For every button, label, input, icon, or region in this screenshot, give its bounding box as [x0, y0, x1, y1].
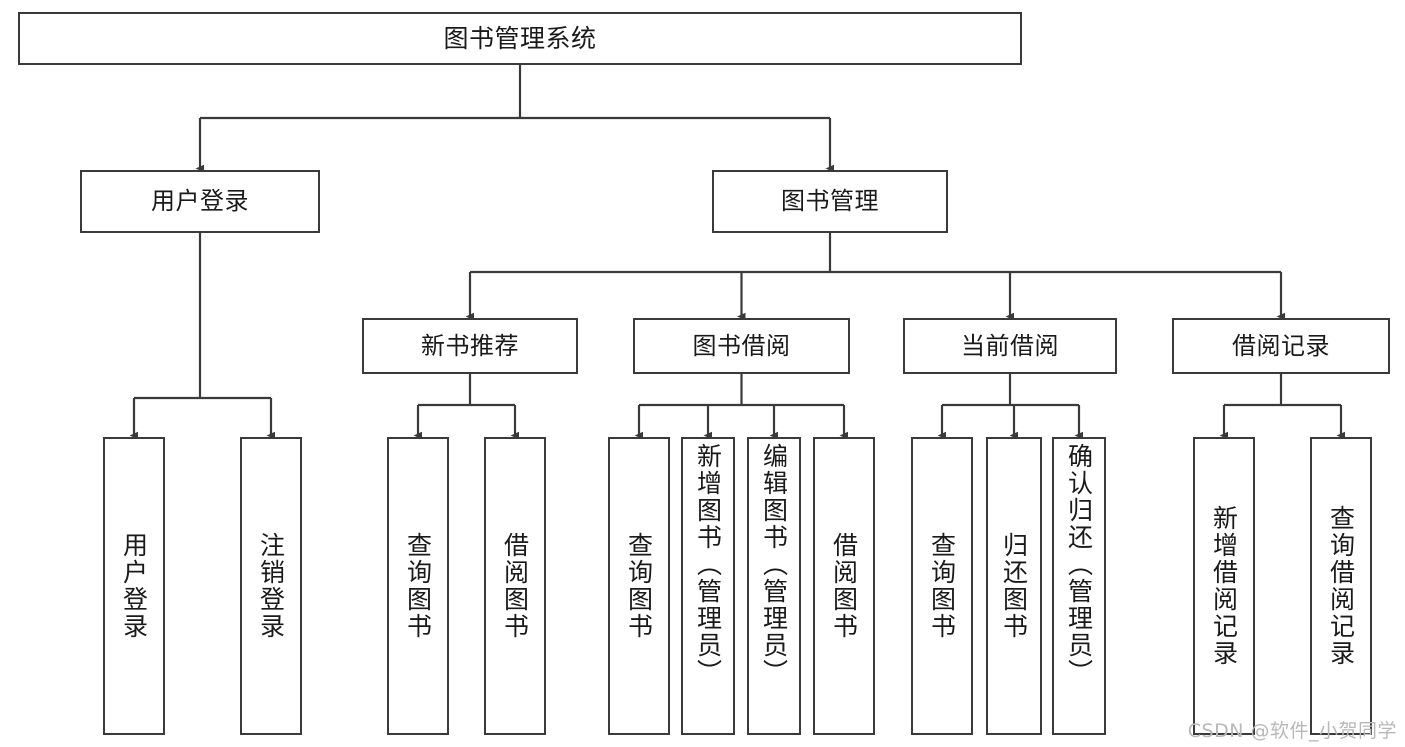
node-leaf-query-record[interactable]: 查询借阅记录	[1310, 437, 1372, 735]
node-label: 用户登录	[119, 532, 149, 640]
node-label: 借阅图书	[829, 532, 859, 640]
node-leaf-query-book-2[interactable]: 查询图书	[608, 437, 670, 735]
node-label: 借阅图书	[500, 532, 530, 640]
node-book-manage[interactable]: 图书管理	[712, 170, 948, 233]
node-leaf-borrow-book-2[interactable]: 借阅图书	[813, 437, 875, 735]
node-label: 图书管理	[781, 187, 879, 216]
node-new-book-rec[interactable]: 新书推荐	[362, 318, 578, 374]
node-label: 当前借阅	[961, 331, 1059, 360]
node-current-borrow[interactable]: 当前借阅	[903, 318, 1117, 374]
node-leaf-query-book-1[interactable]: 查询图书	[387, 437, 449, 735]
node-label: 注销登录	[256, 532, 286, 640]
node-label: 新书推荐	[421, 331, 519, 360]
node-leaf-user-login[interactable]: 用户登录	[103, 437, 165, 735]
node-root[interactable]: 图书管理系统	[18, 12, 1022, 65]
node-leaf-return-book[interactable]: 归还图书	[986, 437, 1042, 735]
node-label: 查询图书	[927, 532, 957, 640]
node-label: 查询图书	[624, 532, 654, 640]
node-label: 查询图书	[403, 532, 433, 640]
csdn-watermark: CSDN @软件_小贺同学	[1187, 720, 1397, 742]
node-leaf-user-logout[interactable]: 注销登录	[240, 437, 302, 735]
node-label: 图书管理系统	[443, 23, 597, 53]
node-user-login[interactable]: 用户登录	[80, 170, 320, 233]
node-label: 用户登录	[151, 187, 249, 216]
node-label: 确认归还（管理员）	[1064, 443, 1094, 686]
node-leaf-add-record[interactable]: 新增借阅记录	[1193, 437, 1255, 735]
node-label: 查询借阅记录	[1326, 505, 1356, 667]
node-label: 新增借阅记录	[1209, 505, 1239, 667]
node-label: 编辑图书（管理员）	[759, 443, 789, 686]
node-leaf-query-book-3[interactable]: 查询图书	[911, 437, 973, 735]
node-label: 图书借阅	[692, 331, 791, 360]
node-leaf-add-book[interactable]: 新增图书（管理员）	[681, 437, 735, 735]
node-leaf-borrow-book-1[interactable]: 借阅图书	[484, 437, 546, 735]
node-leaf-edit-book[interactable]: 编辑图书（管理员）	[747, 437, 801, 735]
node-book-borrow[interactable]: 图书借阅	[633, 318, 850, 374]
node-label: 借阅记录	[1232, 331, 1330, 360]
node-label: 新增图书（管理员）	[693, 443, 723, 686]
node-label: 归还图书	[999, 532, 1029, 640]
node-borrow-record[interactable]: 借阅记录	[1172, 318, 1390, 374]
node-leaf-confirm-ret[interactable]: 确认归还（管理员）	[1052, 437, 1106, 735]
